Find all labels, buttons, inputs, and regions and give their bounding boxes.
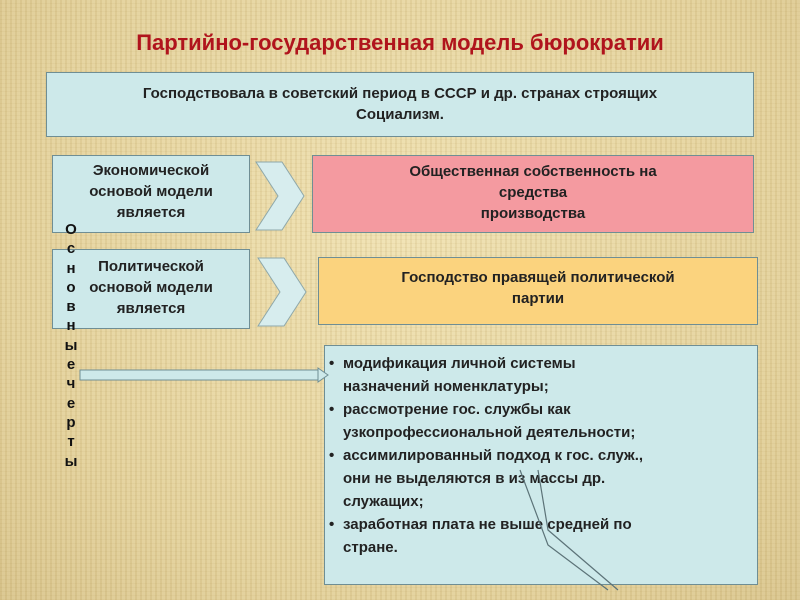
intro-line: Социализм. (356, 106, 444, 123)
feature-line: стране. (343, 539, 398, 556)
vertical-letter: с (66, 240, 76, 258)
political-label-line: основой модели (89, 279, 213, 296)
vertical-letter: ы (64, 336, 78, 354)
intro-box: Господствовала в советский период в СССР… (46, 72, 754, 137)
feature-line: заработная плата не выше средней по (343, 516, 632, 533)
feature-item: ассимилированный подход к гос. служ., он… (329, 444, 747, 513)
political-label-line: является (116, 300, 186, 317)
vertical-letter: е (66, 394, 76, 412)
economic-label-line: является (116, 204, 186, 221)
features-list-box: модификация личной системы назначений но… (324, 345, 758, 585)
political-basis-box: Политической основой модели является (52, 249, 250, 329)
economic-value-line: производства (480, 205, 586, 222)
feature-line: ассимилированный подход к гос. служ., (343, 447, 644, 464)
vertical-letter: н (66, 259, 76, 277)
vertical-letter: в (66, 298, 76, 316)
feature-line: модификация личной системы (343, 355, 576, 372)
political-label-line: Политической (98, 258, 204, 275)
feature-line: рассмотрение гос. службы как (343, 401, 571, 418)
economic-label-line: основой модели (89, 183, 213, 200)
chevron-right-icon (257, 257, 307, 327)
vertical-letter: О (65, 221, 77, 238)
economic-value-line: средства (498, 184, 568, 201)
feature-line: служащих; (343, 493, 424, 510)
vertical-letter: р (66, 413, 76, 431)
feature-line: они не выделяются в из массы др. (343, 470, 606, 487)
economic-basis-box: Экономической основой модели является (52, 155, 250, 233)
feature-line: назначений номенклатуры; (343, 378, 549, 395)
vertical-letter: о (66, 278, 76, 296)
vertical-letter: н (66, 317, 76, 335)
ruling-party-box: Господство правящей политической партии (318, 257, 758, 325)
features-list: модификация личной системы назначений но… (329, 352, 747, 559)
feature-item: заработная плата не выше средней по стра… (329, 513, 747, 559)
political-value-line: Господство правящей политической (401, 269, 675, 286)
vertical-letter: ч (66, 375, 76, 393)
feature-item: модификация личной системы назначений но… (329, 352, 747, 398)
page-title: Партийно-государственная модель бюрократ… (136, 30, 664, 55)
feature-line: узкопрофессиональной деятельности; (343, 424, 636, 441)
feature-item: рассмотрение гос. службы как узкопрофесс… (329, 398, 747, 444)
chevron-right-icon (255, 161, 305, 231)
political-value-line: партии (511, 290, 565, 307)
economic-value-line: Общественная собственность на (409, 163, 657, 180)
intro-line: Господствовала в советский период в СССР… (142, 85, 658, 102)
vertical-letter: т (67, 433, 75, 451)
economic-label-line: Экономической (92, 162, 210, 179)
vertical-letter: ы (64, 452, 78, 470)
public-property-box: Общественная собственность на средства п… (312, 155, 754, 233)
vertical-letter: е (66, 356, 76, 374)
vertical-label: О с н о в н ы е ч е р т ы (60, 220, 82, 471)
